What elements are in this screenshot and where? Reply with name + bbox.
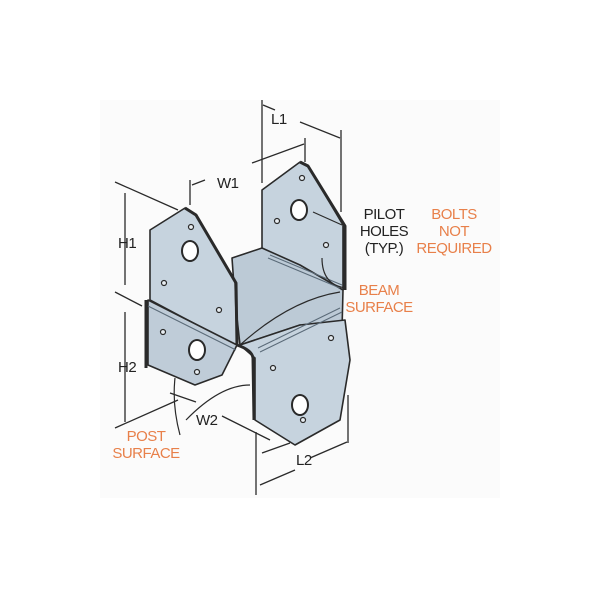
dim-label-l1: L1 — [271, 111, 287, 128]
bolt-hole-lower-right — [291, 394, 309, 416]
svg-text:BEAM: BEAM — [359, 282, 400, 299]
svg-text:POST: POST — [127, 428, 166, 445]
dim-label-h1: H1 — [118, 235, 136, 252]
callout-post-surface: POST SURFACE — [112, 428, 180, 462]
bolt-hole-upper-right — [290, 199, 308, 221]
bend-lines — [147, 254, 343, 353]
svg-text:SURFACE: SURFACE — [112, 445, 180, 462]
bolt-hole-lower-left — [188, 339, 206, 361]
bolt-hole-upper-left — [181, 240, 199, 262]
svg-text:NOT: NOT — [439, 223, 470, 240]
dim-label-w1: W1 — [217, 175, 239, 192]
svg-text:(TYP.): (TYP.) — [365, 240, 404, 257]
leader-lines — [173, 211, 347, 436]
dim-label-h2: H2 — [118, 359, 136, 376]
svg-text:PILOT: PILOT — [364, 206, 405, 223]
bolt-holes — [181, 199, 309, 416]
dimension-lines — [114, 100, 349, 495]
svg-text:SURFACE: SURFACE — [345, 299, 413, 316]
callout-beam-surface: BEAM SURFACE — [345, 282, 413, 316]
bracket-drawing — [144, 160, 351, 446]
callout-pilot-holes: PILOT HOLES (TYP.) — [360, 206, 409, 257]
svg-text:REQUIRED: REQUIRED — [416, 240, 492, 257]
svg-text:HOLES: HOLES — [360, 223, 409, 240]
lower-right-flange — [239, 319, 351, 446]
svg-text:BOLTS: BOLTS — [431, 206, 477, 223]
callout-bolts-not-required: BOLTS NOT REQUIRED — [416, 206, 492, 257]
dim-label-w2: W2 — [196, 412, 218, 429]
dim-label-l2: L2 — [296, 452, 312, 469]
pilot-holes — [159, 174, 335, 424]
dimension-labels: L1 W1 H1 H2 W2 L2 — [118, 111, 312, 469]
